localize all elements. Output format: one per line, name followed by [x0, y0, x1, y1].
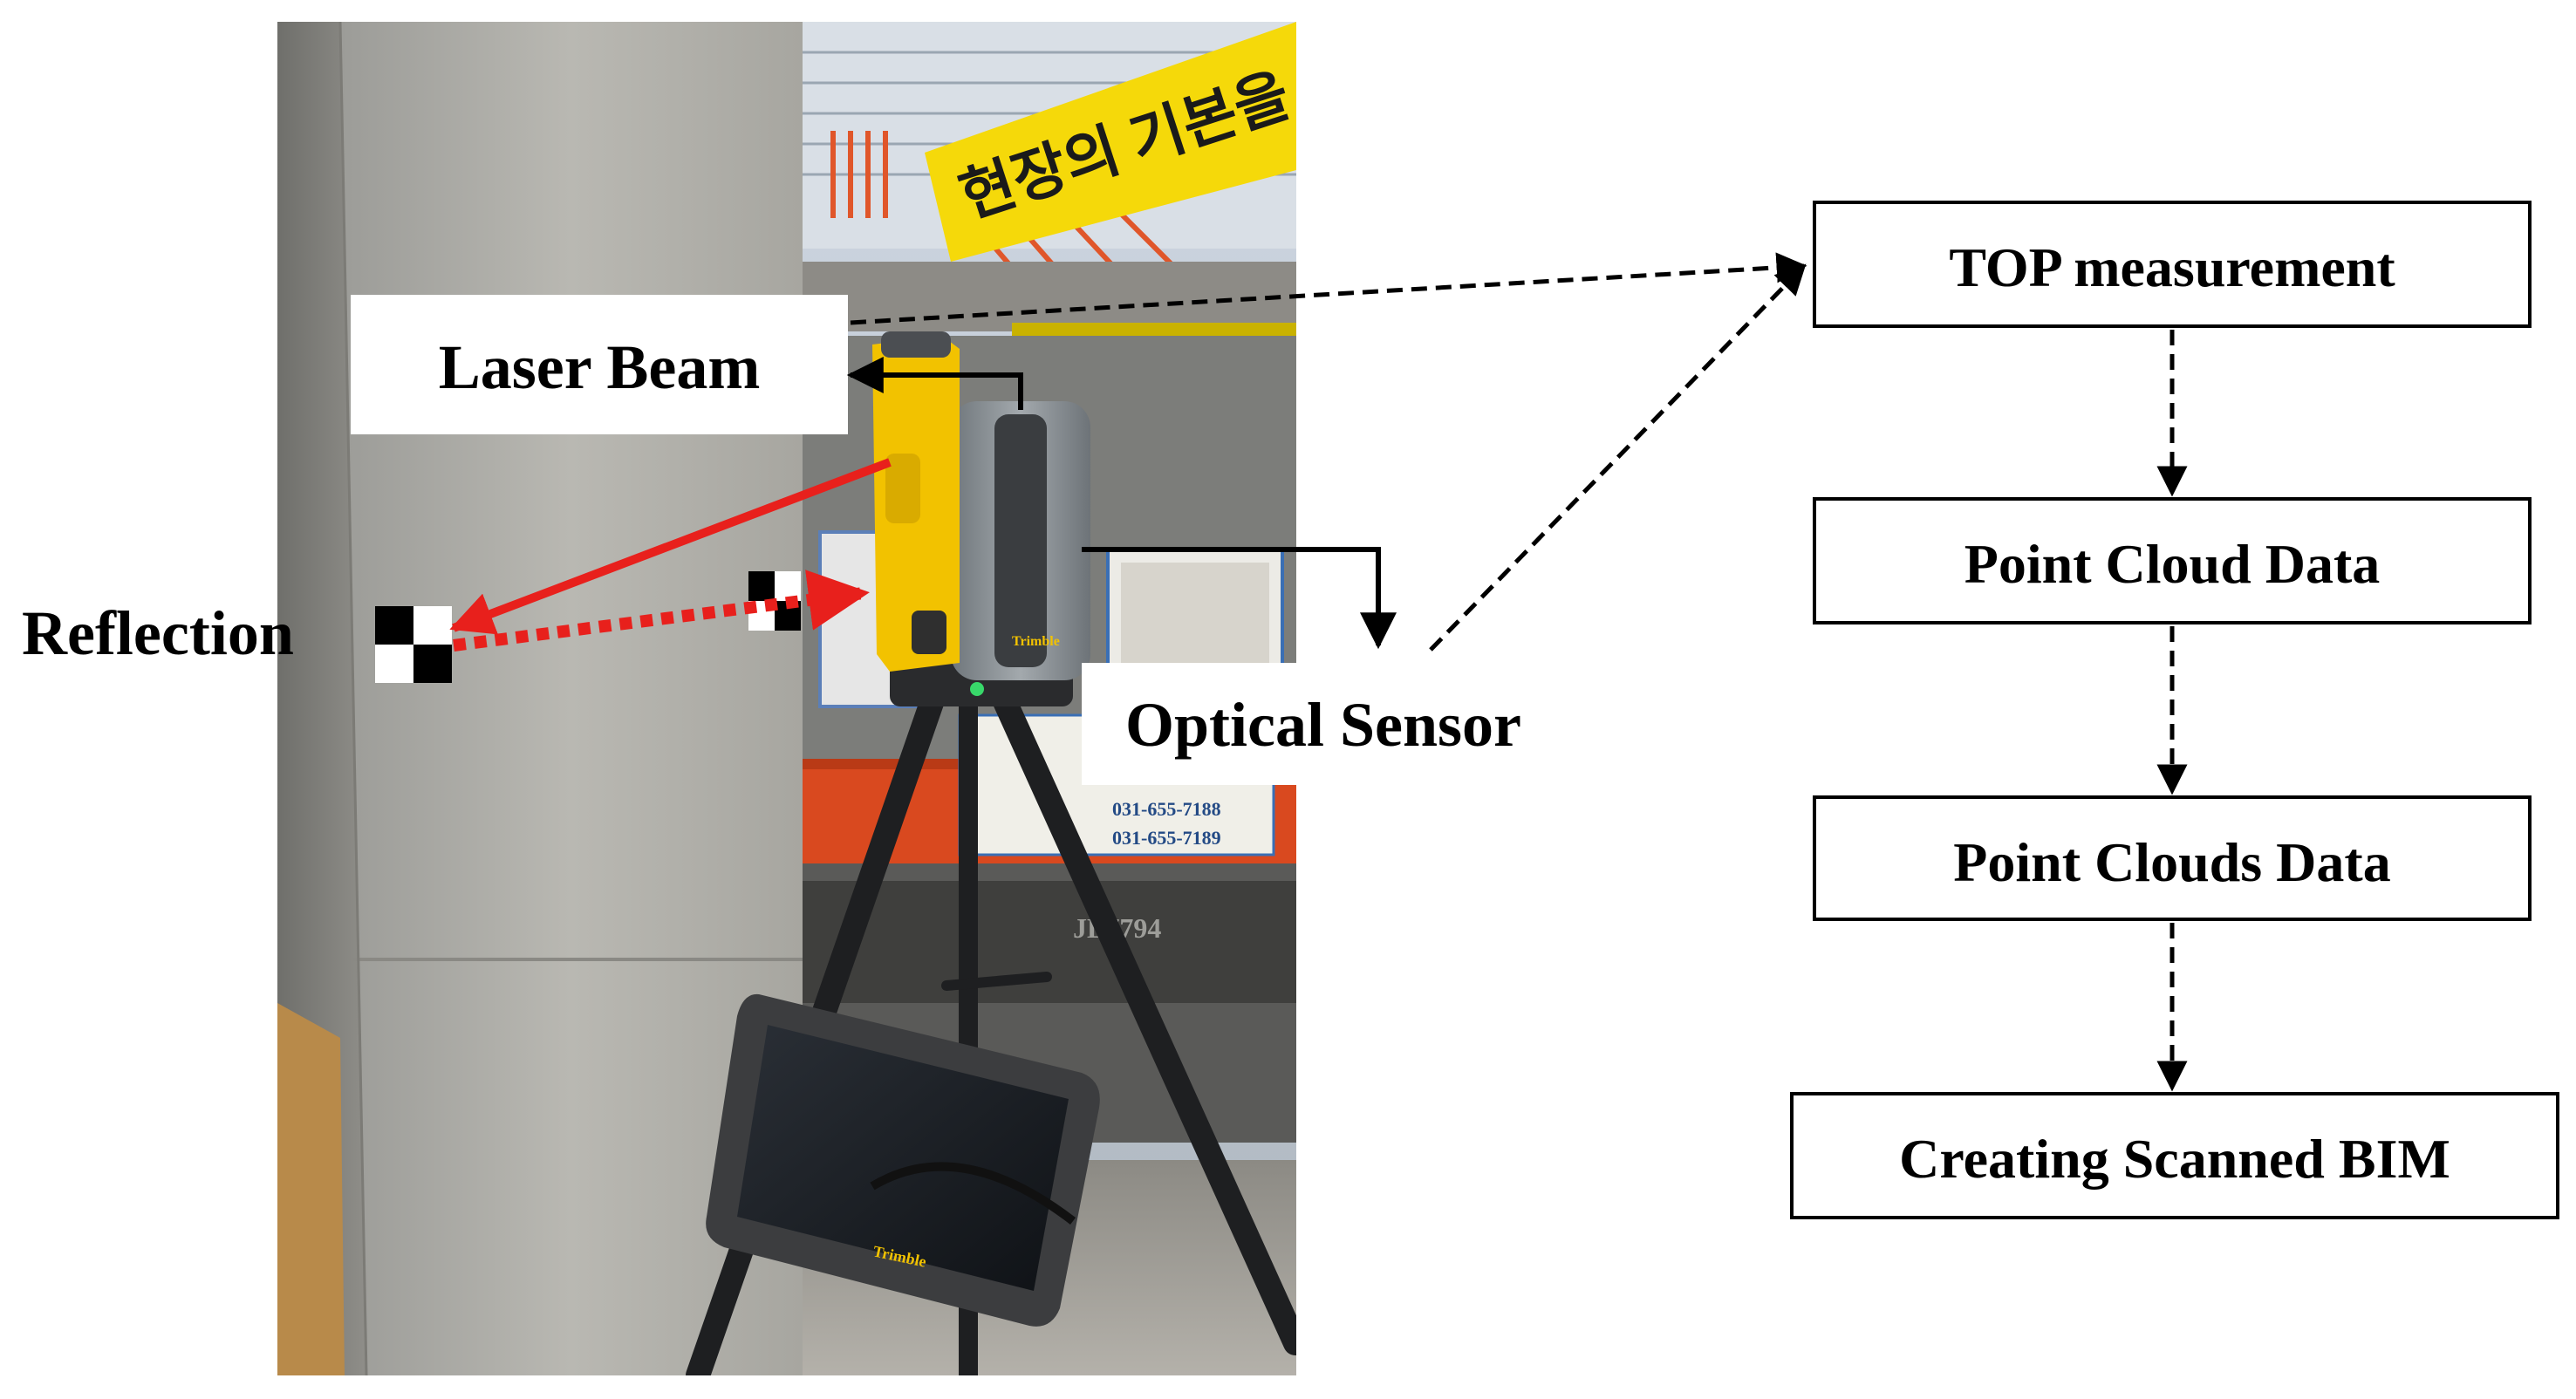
rebar [830, 131, 1180, 290]
flow-step-text: TOP measurement [1949, 236, 2395, 298]
site-photo: 현장의 기본을 031-655-7188 031-655-7189 [277, 22, 1296, 1375]
label-laser-beam: Laser Beam [351, 295, 848, 434]
rugged-tablet: Trimble [706, 993, 1100, 1327]
flow-chart: TOP measurement Point Cloud Data Point C… [1790, 201, 2559, 1219]
flow-step-text: Creating Scanned BIM [1899, 1128, 2450, 1190]
connector-laser-to-top [850, 252, 1807, 325]
laser-beam-dotted-arrow [453, 570, 870, 652]
laser-scanner: Trimble [872, 331, 1090, 706]
reflection-text: Reflection [22, 598, 294, 668]
flow-step-text: Point Clouds Data [1953, 831, 2390, 893]
flow-step-point-clouds-data: Point Clouds Data [1813, 795, 2532, 921]
flow-step-text: Point Cloud Data [1964, 533, 2381, 595]
laser-beam-pointer [846, 357, 1023, 410]
optical-sensor-pointer [1082, 547, 1397, 650]
placard-phone-1: 031-655-7188 [1112, 798, 1221, 820]
laser-beam-text: Laser Beam [439, 332, 761, 402]
scanner-brand: Trimble [1012, 634, 1060, 649]
flow-step-creating-scanned-bim: Creating Scanned BIM [1790, 1092, 2559, 1219]
label-optical-sensor: Optical Sensor [1082, 663, 1640, 785]
optical-sensor-text: Optical Sensor [1125, 690, 1521, 760]
laser-beam-solid-arrow [449, 458, 892, 635]
flow-step-point-cloud-data: Point Cloud Data [1813, 497, 2532, 624]
placard-phone-2: 031-655-7189 [1112, 827, 1221, 849]
label-reflection: Reflection [22, 598, 294, 668]
connector-sensor-to-top [1429, 263, 1807, 652]
reflection-target-left [375, 606, 452, 683]
flow-step-top-measurement: TOP measurement [1813, 201, 2532, 328]
